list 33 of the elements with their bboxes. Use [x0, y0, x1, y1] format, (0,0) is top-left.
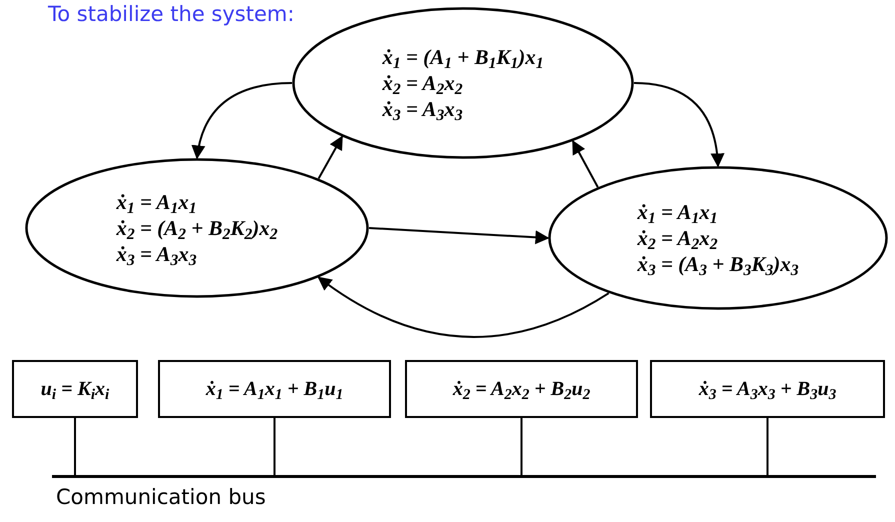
state-ellipse	[25, 158, 369, 298]
equation: ẋ$_{2}$ = A$_{2}$x$_{2}$	[382, 70, 463, 96]
equation: ẋ$_{3}$ = A$_{3}$x$_{3}$	[382, 96, 463, 122]
equation-box	[650, 360, 885, 418]
equation: ẋ$_{1}$ = A$_{1}$x$_{1}$	[116, 189, 197, 215]
state-ellipse	[292, 7, 634, 159]
connector-line	[766, 418, 768, 475]
equation: ẋ$_{2}$ = A$_{2}$x$_{2}$	[637, 225, 718, 251]
state-ellipse	[548, 166, 888, 310]
connector-line	[274, 418, 276, 475]
equation-box	[405, 360, 638, 418]
arrow	[572, 140, 599, 188]
bus-line	[52, 475, 876, 478]
equation: ẋ$_{3}$ = A$_{3}$x$_{3}$	[116, 241, 197, 267]
connector-line	[74, 418, 76, 475]
arrow	[368, 227, 550, 244]
arrow	[192, 82, 292, 160]
equation-box	[158, 360, 391, 418]
arrow	[634, 82, 724, 168]
title: To stabilize the system:	[48, 1, 294, 28]
equation: ẋ$_{1}$ = A$_{1}$x$_{1}$	[637, 199, 718, 225]
equation: ẋ$_{1}$ = A$_{1}$x$_{1}$ + B$_{1}$u$_{1}$	[206, 377, 344, 401]
equation: ẋ$_{1}$ = (A$_{1}$ + B$_{1}$K$_{1}$)x$_{1}$	[382, 44, 544, 70]
connector-line	[520, 418, 522, 475]
equation: ẋ$_{2}$ = (A$_{2}$ + B$_{2}$K$_{2}$)x$_{2}$	[116, 215, 278, 241]
equation-box	[12, 360, 138, 418]
equation: ẋ$_{3}$ = A$_{3}$x$_{3}$ + B$_{3}$u$_{3}$	[698, 377, 836, 401]
equation: u$_{i}$ = K$_{i}$x$_{i}$	[40, 377, 110, 401]
equation: ẋ$_{3}$ = (A$_{3}$ + B$_{3}$K$_{3}$)x$_{3}$	[637, 251, 799, 277]
equation: ẋ$_{2}$ = A$_{2}$x$_{2}$ + B$_{2}$u$_{2}$	[452, 377, 590, 401]
bus-label: Communication bus	[56, 484, 266, 511]
arrow	[317, 276, 610, 338]
arrow	[318, 136, 343, 179]
